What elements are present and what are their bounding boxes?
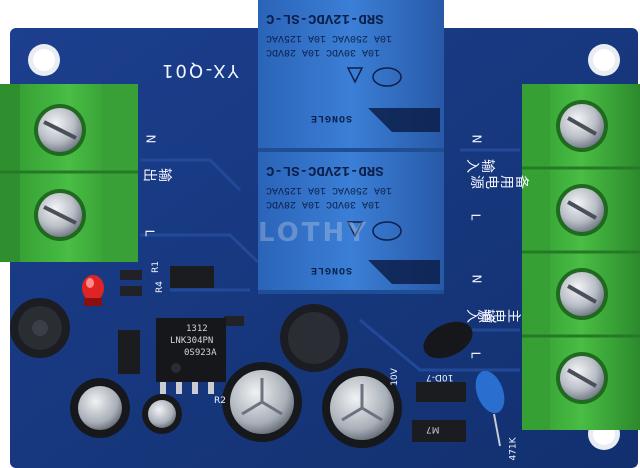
ic-part-number: LNK304PN	[170, 336, 214, 346]
cap-10v-label: 10V	[389, 368, 400, 386]
relay-2-spec-2: 10A 30VDC 10A 28VDC	[266, 198, 381, 209]
varistor-10d-label: 10D-7	[426, 372, 454, 382]
output-l-label: L	[142, 229, 157, 237]
main-l-label: L	[468, 351, 483, 359]
relay-1-spec-2: 10A 30VDC 10A 28VDC	[266, 46, 381, 57]
relay-1-spec-1: 10A 250VAC 10A 125VAC	[266, 32, 393, 43]
relay-2-spec-1: 10A 250VAC 10A 125VAC	[266, 184, 393, 195]
relay-2-brand: SONGLE	[310, 264, 353, 275]
r2-label: R2	[214, 396, 226, 406]
backup-n-label: N	[469, 134, 484, 144]
varistor-471k-label: 471K	[508, 437, 519, 461]
output-n-label: N	[143, 134, 158, 144]
output-label: 输出	[141, 168, 172, 182]
r4-label: R4	[154, 281, 165, 293]
board-model-id: YX-Q01	[160, 60, 239, 81]
watermark-text: LOTHY	[258, 218, 370, 248]
relay-1-model: SRD-12VDC-SL-C	[266, 10, 384, 26]
relay-1-brand: SONGLE	[310, 112, 353, 123]
r1-label: R1	[150, 261, 161, 273]
main-n-label: N	[469, 274, 484, 284]
ic-date-code: 1312	[186, 324, 208, 334]
backup-l-label: L	[468, 213, 483, 221]
backup-power-label: 备用电源	[468, 175, 529, 189]
backup-input-label: 输入	[464, 159, 495, 173]
ic-lot-code: 0S923A	[184, 348, 217, 358]
diode-m7-label: M7	[426, 424, 440, 434]
relay-2-model: SRD-12VDC-SL-C	[266, 162, 384, 178]
main-input-label: 输入	[464, 309, 495, 323]
